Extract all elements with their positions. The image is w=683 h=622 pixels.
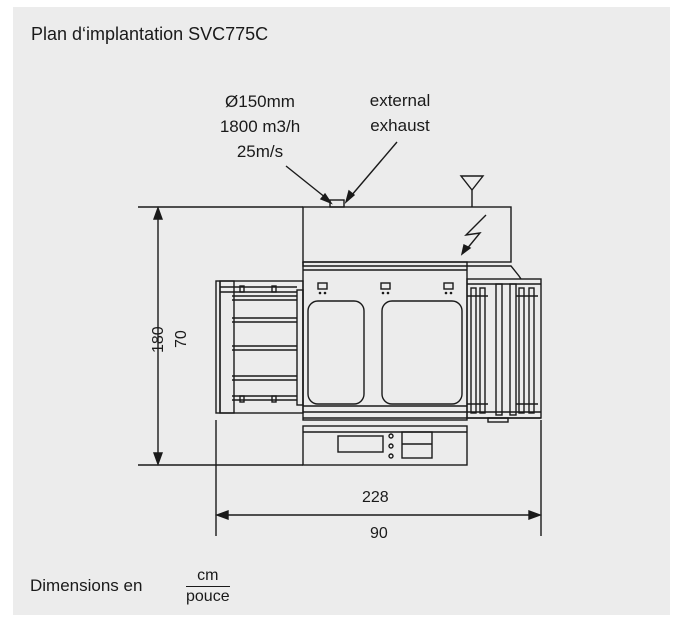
exhaust-line1: external [369,91,431,110]
height-dimension-line [138,205,303,467]
units-fraction: cm pouce [186,567,230,606]
width-inch-label: 90 [370,525,388,542]
duct-diameter-label: Ø150mm [225,92,295,111]
duct-airflow-label: 1800 m3/h [219,117,301,136]
exhaust-leader-arrow [344,141,398,205]
top-hood [302,206,512,263]
control-panel [302,425,468,466]
units-numerator: cm [197,567,219,584]
duct-spec-note: Ø150mm 1800 m3/h 25m/s [200,89,320,164]
exhaust-line2: exhaust [370,116,430,135]
height-inch-label: 70 [173,330,190,348]
right-rack [466,278,542,423]
left-rack [215,280,304,414]
drawing-panel [13,7,670,615]
status-leds [388,433,394,459]
door-window-left [307,300,365,405]
page-title: Plan d‘implantation SVC775C [31,24,269,44]
width-dimension-line [214,420,543,536]
display-screen [337,435,384,453]
antenna-icon [459,175,485,207]
duct-leader-arrow [285,165,333,205]
keypad [401,431,433,459]
exhaust-note: external exhaust [350,88,450,138]
door-window-right [381,300,463,405]
units-denominator: pouce [186,588,230,605]
units-label: Dimensions en [30,576,143,595]
duct-velocity-label: 25m/s [236,142,284,161]
door-hinges [317,282,454,290]
fraction-bar [186,586,230,587]
width-cm-label: 228 [362,489,389,506]
height-cm-label: 180 [150,326,167,353]
high-voltage-icon [460,214,487,256]
